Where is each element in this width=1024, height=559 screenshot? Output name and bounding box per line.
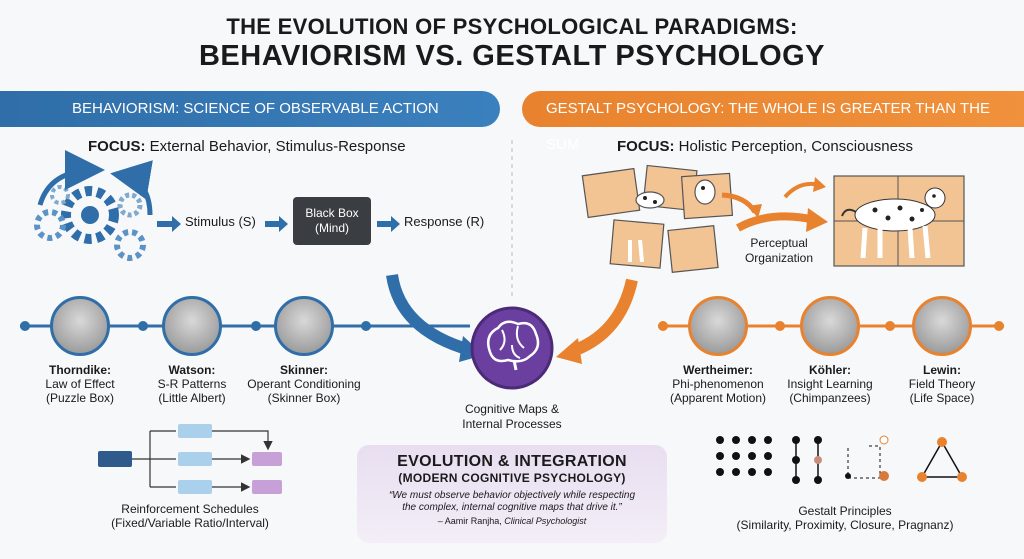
integration-subtitle: (MODERN COGNITIVE PSYCHOLOGY): [398, 471, 626, 485]
thorndike-caption: Thorndike: Law of Effect (Puzzle Box): [20, 363, 140, 405]
attribution-role: Clinical Psychologist: [504, 516, 587, 526]
black-box-line2: (Mind): [314, 221, 349, 235]
lewin-name: Lewin:: [923, 363, 961, 377]
lewin-portrait: [912, 296, 972, 356]
principles-sub: (Similarity, Proximity, Closure, Pragnan…: [736, 518, 954, 532]
behaviorism-to-brain-arrow: [386, 273, 472, 356]
arrow-to-stimulus: [157, 216, 181, 232]
brain-icon: [470, 306, 554, 390]
lewin-caption: Lewin: Field Theory (Life Space): [882, 363, 1002, 405]
stimulus-label: Stimulus (S): [185, 214, 256, 229]
kohler-line1: Insight Learning: [787, 377, 873, 391]
black-box: Black Box (Mind): [293, 197, 371, 245]
watson-portrait: [162, 296, 222, 356]
wertheimer-portrait: [688, 296, 748, 356]
gestalt-focus-label: FOCUS:: [617, 138, 675, 155]
quote-attribution: – Aamir Ranjha, Clinical Psychologist: [357, 516, 667, 526]
wertheimer-caption: Wertheimer: Phi-phenomenon (Apparent Mot…: [658, 363, 778, 405]
quote-line1: “We must observe behavior objectively wh…: [388, 490, 636, 501]
principles-title: Gestalt Principles: [798, 504, 892, 518]
wertheimer-name: Wertheimer:: [683, 363, 753, 377]
arrow-to-blackbox: [265, 216, 288, 232]
gestalt-principles-icons: [716, 435, 967, 484]
puzzle-pieces-icon: [581, 164, 734, 273]
reinforcement-caption: Reinforcement Schedules (Fixed/Variable …: [80, 502, 300, 530]
cognitive-maps-label: Cognitive Maps & Internal Processes: [432, 402, 592, 432]
watson-line2: (Little Albert): [158, 391, 226, 405]
behaviorism-banner: BEHAVIORISM: SCIENCE OF OBSERVABLE ACTIO…: [0, 91, 500, 127]
perceptual-organization-label: Perceptual Organization: [734, 236, 824, 266]
kohler-caption: Köhler: Insight Learning (Chimpanzees): [770, 363, 890, 405]
skinner-line2: (Skinner Box): [267, 391, 341, 405]
principles-caption: Gestalt Principles (Similarity, Proximit…: [710, 504, 980, 532]
cognitive-line2: Internal Processes: [462, 417, 562, 431]
black-box-line1: Black Box: [305, 206, 359, 220]
watson-line1: S-R Patterns: [157, 377, 227, 391]
arrow-to-response: [377, 216, 400, 232]
title-line-1: THE EVOLUTION OF PSYCHOLOGICAL PARADIGMS…: [226, 14, 798, 39]
wertheimer-line1: Phi-phenomenon: [672, 377, 764, 391]
wertheimer-line2: (Apparent Motion): [669, 391, 767, 405]
quote-line2: the complex, internal cognitive maps tha…: [402, 502, 622, 513]
thorndike-name: Thorndike:: [49, 363, 111, 377]
integration-quote: “We must observe behavior objectively wh…: [357, 490, 667, 514]
reinforcement-sub: (Fixed/Variable Ratio/Interval): [111, 516, 269, 530]
lewin-line1: Field Theory: [908, 377, 976, 391]
watson-name: Watson:: [168, 363, 216, 377]
skinner-portrait: [274, 296, 334, 356]
cognitive-line1: Cognitive Maps &: [464, 402, 560, 416]
gestalt-to-brain-arrow: [567, 278, 638, 358]
lewin-line2: (Life Space): [909, 391, 975, 405]
thorndike-line1: Law of Effect: [45, 377, 115, 391]
integration-box: EVOLUTION & INTEGRATION (MODERN COGNITIV…: [357, 445, 667, 543]
skinner-name: Skinner:: [279, 363, 328, 377]
attribution-name: – Aamir Ranjha,: [437, 516, 502, 526]
gestalt-focus: FOCUS: Holistic Perception, Consciousnes…: [617, 138, 913, 155]
perceptual-line1: Perceptual: [750, 236, 808, 250]
integration-title: EVOLUTION & INTEGRATION: [397, 453, 627, 470]
behaviorism-focus-text: External Behavior, Stimulus-Response: [149, 138, 406, 155]
gestalt-focus-text: Holistic Perception, Consciousness: [678, 138, 913, 155]
kohler-line2: (Chimpanzees): [789, 391, 871, 405]
kohler-name: Köhler:: [809, 363, 851, 377]
thorndike-line2: (Puzzle Box): [45, 391, 115, 405]
reinforcement-title: Reinforcement Schedules: [121, 502, 259, 516]
gestalt-banner: GESTALT PSYCHOLOGY: THE WHOLE IS GREATER…: [522, 91, 1024, 153]
watson-caption: Watson: S-R Patterns (Little Albert): [132, 363, 252, 405]
skinner-line1: Operant Conditioning: [247, 377, 361, 391]
response-label: Response (R): [404, 214, 485, 229]
complete-puzzle-icon: [833, 175, 965, 267]
kohler-portrait: [800, 296, 860, 356]
gestalt-big-arrow: [736, 212, 816, 232]
perceptual-line2: Organization: [744, 251, 814, 265]
title-line-2: BEHAVIORISM VS. GESTALT PSYCHOLOGY: [198, 40, 826, 72]
reinforcement-schedule-diagram: [98, 424, 282, 494]
skinner-caption: Skinner: Operant Conditioning (Skinner B…: [236, 363, 372, 405]
gears-icon: [34, 150, 153, 261]
thorndike-portrait: [50, 296, 110, 356]
